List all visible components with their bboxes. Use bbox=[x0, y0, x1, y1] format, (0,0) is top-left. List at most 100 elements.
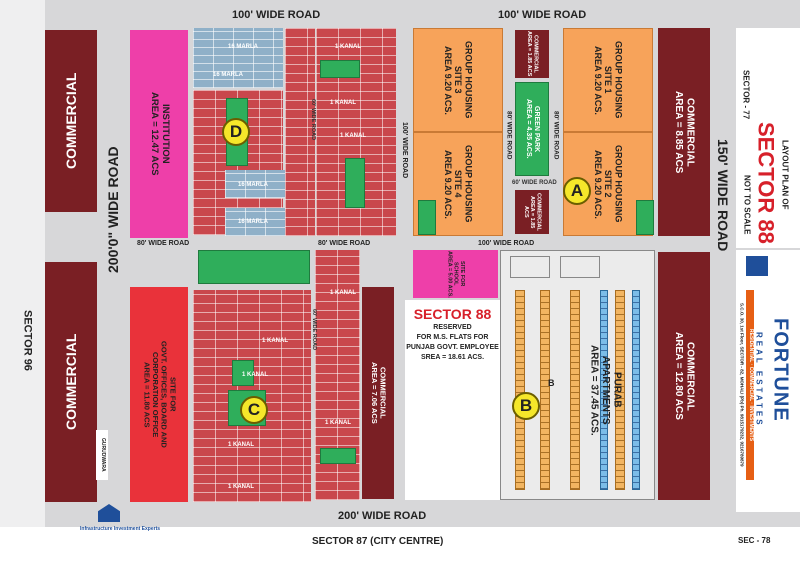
plots-16-marla-bottom[interactable] bbox=[225, 208, 285, 236]
plot-label-kanal-1: 1 KANAL bbox=[335, 44, 362, 50]
infrastructure-logo-icon bbox=[98, 504, 120, 522]
commercial-mid-label: COMMERCIAL AREA = 7.06 ACS bbox=[370, 362, 388, 424]
road-label-inner-60-2: 60' WIDE ROAD bbox=[311, 309, 317, 351]
plots-central-column[interactable] bbox=[285, 28, 315, 236]
reserved-line2: FOR M.S. FLATS FOR bbox=[416, 334, 489, 341]
road-label-mid-left: 80' WIDE ROAD bbox=[137, 240, 190, 247]
road-label-right-vertical: 150' WIDE ROAD bbox=[715, 138, 732, 252]
marker-d: D bbox=[222, 118, 250, 146]
institution-zone[interactable] bbox=[130, 30, 188, 238]
plots-16-marla-top[interactable] bbox=[193, 28, 283, 88]
group-housing-site-1[interactable] bbox=[563, 28, 653, 132]
group-housing-site-3-label: GROUP HOUSING SITE 3 AREA 9.20 ACS. bbox=[442, 41, 474, 119]
brand-address: S.C.O. 30, 1st Floor, SECTOR - 82, MOHAL… bbox=[739, 303, 745, 467]
green-park[interactable] bbox=[515, 82, 549, 176]
road-label-housing-right: 80' WIDE ROAD bbox=[552, 110, 560, 160]
road-label-bottom: 200' WIDE ROAD bbox=[338, 510, 427, 522]
park-housing-left-edge[interactable] bbox=[418, 200, 436, 235]
plot-label-marla-4: 16 MARLA bbox=[238, 219, 269, 225]
layout-title-line1: LAYOUT PLAN OF bbox=[780, 140, 790, 210]
flat-row-4 bbox=[600, 290, 608, 490]
commercial-right-top[interactable] bbox=[658, 28, 710, 236]
plot-label-kanal-2: 1 KANAL bbox=[330, 100, 357, 106]
purab-building-2 bbox=[560, 256, 600, 278]
road-label-mid-right: 100' WIDE ROAD bbox=[478, 240, 535, 247]
flat-row-3 bbox=[570, 290, 580, 490]
park-housing-right-edge[interactable] bbox=[636, 200, 654, 235]
reserved-title: SECTOR 88 bbox=[413, 306, 492, 322]
plot-label-kanal-3: 1 KANAL bbox=[340, 133, 367, 139]
flat-row-1 bbox=[515, 290, 525, 490]
bottom-band bbox=[0, 527, 800, 564]
commercial-right-bottom[interactable] bbox=[658, 252, 710, 500]
school-label: SITE FOR SCHOOL AREA = 5.00 ACS. bbox=[446, 250, 465, 298]
brand-name: FORTUNE bbox=[769, 318, 792, 422]
plots-16-marla-mid[interactable] bbox=[225, 170, 285, 198]
road-label-top-right: 100' WIDE ROAD bbox=[498, 9, 587, 21]
plot-label-kanal-5: 1 KANAL bbox=[242, 372, 269, 378]
road-label-housing-horizontal: 60' WIDE ROAD bbox=[512, 180, 557, 186]
road-label-top-left: 100' WIDE ROAD bbox=[232, 9, 321, 21]
commercial-mid[interactable] bbox=[362, 287, 394, 499]
group-housing-site-4-label: GROUP HOUSING SITE 4 AREA 9.20 ACS. bbox=[442, 145, 474, 223]
flat-row-2 bbox=[540, 290, 550, 490]
fortune-logo-icon bbox=[746, 256, 768, 276]
gurudwara-label: GURUDWARA bbox=[96, 430, 108, 480]
flat-row-5 bbox=[615, 290, 625, 490]
commercial-left-lower[interactable] bbox=[45, 262, 97, 502]
title-panel bbox=[736, 28, 800, 248]
flat-row-6 bbox=[632, 290, 640, 490]
plot-label-marla-1: 16 MARLA bbox=[228, 44, 259, 50]
commercial-small-bottom[interactable] bbox=[515, 190, 549, 234]
commercial-right-bottom-label: COMMERCIAL AREA = 12.80 ACS bbox=[673, 332, 696, 420]
park-small-mid[interactable] bbox=[345, 158, 365, 208]
reserved-box[interactable] bbox=[405, 300, 500, 500]
infrastructure-logo-caption: Infrastructure Investment Experts bbox=[80, 526, 161, 532]
brand-tagline: RESIDENTIAL · COMMERCIAL · INVESTMENTS bbox=[746, 290, 754, 480]
park-small-top[interactable] bbox=[320, 60, 360, 78]
govt-offices-zone[interactable] bbox=[130, 287, 188, 502]
commercial-left-upper[interactable] bbox=[45, 30, 97, 212]
plot-label-kanal-7: 1 KANAL bbox=[228, 484, 255, 490]
park-small-lower-2[interactable] bbox=[320, 448, 356, 464]
outer-left-strip bbox=[0, 0, 45, 564]
group-housing-site-3[interactable] bbox=[413, 28, 503, 132]
reserved-line4: SREA = 18.61 ACS. bbox=[420, 354, 485, 361]
purab-label: PURAB APARTMENTS AREA = 37.45 ACS. bbox=[588, 344, 623, 436]
school-site[interactable] bbox=[413, 250, 498, 298]
layout-title-main: SECTOR 88 bbox=[753, 122, 779, 244]
plot-label-marla-3: 16 MARLA bbox=[238, 182, 269, 188]
marker-a: A bbox=[563, 177, 591, 205]
park-mid-strip[interactable] bbox=[198, 250, 310, 284]
plot-label-kanal-4: 1 KANAL bbox=[262, 338, 289, 344]
neighbour-sector-78: SEC - 78 bbox=[738, 536, 771, 545]
commercial-left-lower-label: COMMERCIAL bbox=[62, 333, 79, 431]
marker-b-small: B bbox=[548, 378, 555, 388]
plot-label-marla-2: 16 MARLA bbox=[213, 72, 244, 78]
govt-offices-label: SITE FOR GOVT. OFFICES, BOARD AND CORPOR… bbox=[142, 341, 178, 448]
road-label-left-vertical: 200'0" WIDE ROAD bbox=[104, 146, 121, 274]
commercial-small-top[interactable] bbox=[515, 30, 549, 78]
group-housing-site-2-label: GROUP HOUSING SITE 2 AREA 9.20 ACS. bbox=[592, 145, 624, 223]
marker-c: C bbox=[240, 396, 268, 424]
plot-label-kanal-6: 1 KANAL bbox=[228, 442, 255, 448]
brand-sub: REAL ESTATES bbox=[754, 332, 764, 428]
institution-label: INSTITUTION AREA = 12.47 ACS bbox=[149, 92, 171, 176]
group-housing-site-1-label: GROUP HOUSING SITE 1 AREA 9.20 ACS. bbox=[592, 41, 624, 119]
neighbour-sector-87: SECTOR 87 (CITY CENTRE) bbox=[312, 536, 444, 547]
plot-label-kanal-9: 1 KANAL bbox=[325, 420, 352, 426]
commercial-left-upper-label: COMMERCIAL bbox=[62, 72, 79, 170]
reserved-line1: RESERVED bbox=[433, 324, 472, 331]
road-label-mid-center: 80' WIDE ROAD bbox=[318, 240, 371, 247]
road-label-center-vertical: 100' WIDE ROAD bbox=[401, 121, 409, 179]
road-label-inner-60-1: 60' WIDE ROAD bbox=[310, 99, 316, 141]
marker-b: B bbox=[512, 392, 540, 420]
commercial-small-top-label: COMMERCIAL AREA = 1.85 ACS bbox=[526, 31, 539, 77]
park-small-lower-1[interactable] bbox=[232, 360, 254, 386]
layout-title-scale: NOT TO SCALE bbox=[742, 175, 752, 235]
road-label-housing-left: 80' WIDE ROAD bbox=[505, 110, 513, 160]
neighbour-sector-77: SECTOR - 77 bbox=[741, 70, 751, 120]
plot-label-kanal-8: 1 KANAL bbox=[330, 290, 357, 296]
commercial-small-bottom-label: COMMERCIAL AREA = 1.85 ACS bbox=[522, 193, 542, 231]
